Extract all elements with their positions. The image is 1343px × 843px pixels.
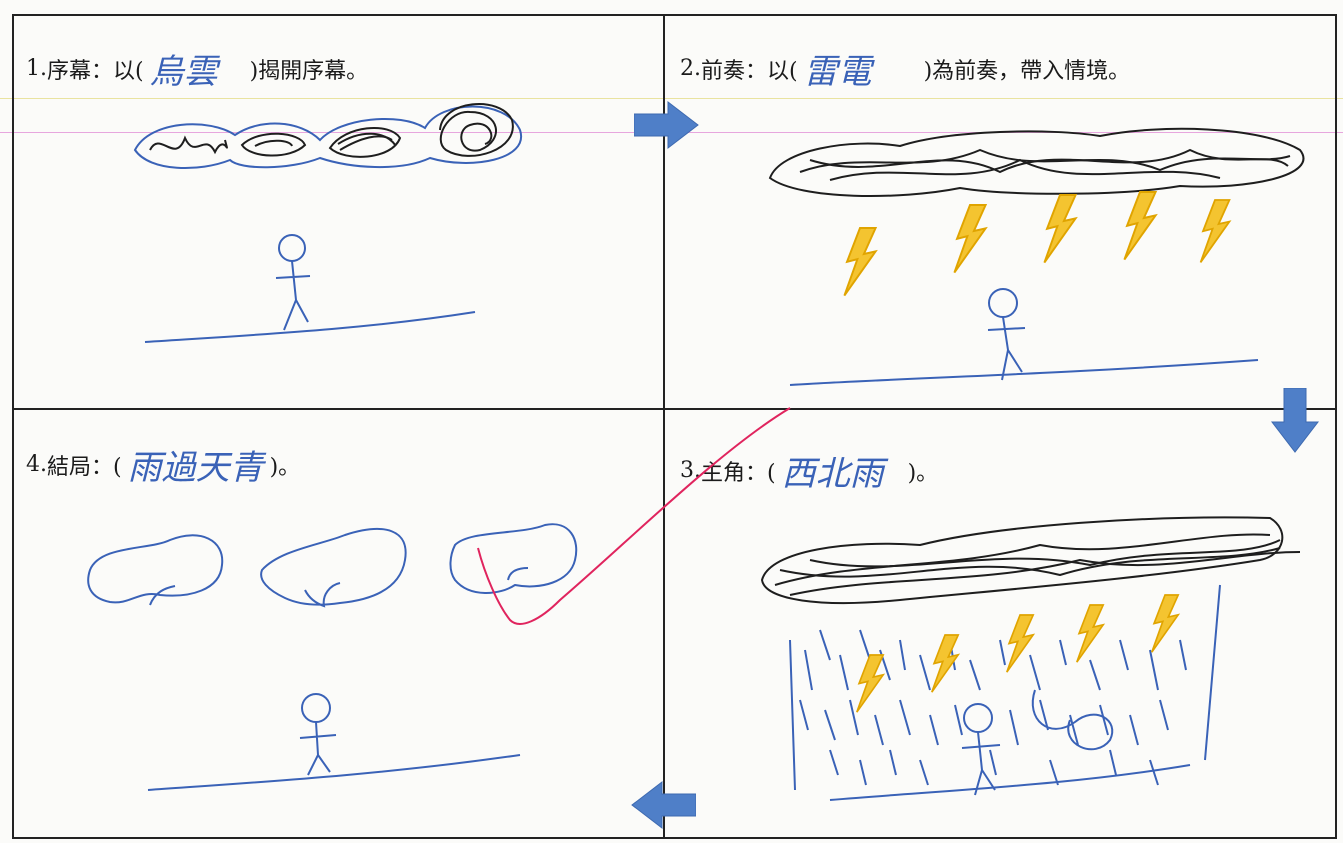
scan-guide-line-yellow xyxy=(0,98,1343,99)
panel-3-suffix: )。 xyxy=(907,460,939,486)
panel-1-dark-clouds xyxy=(133,103,523,169)
arrow-right-icon xyxy=(634,100,699,150)
panel-3-ground xyxy=(829,764,1191,801)
panel-2-suffix: )為前奏，帶入情境。 xyxy=(923,58,1131,84)
panel-1-stick-figure xyxy=(275,234,311,331)
panel-2-prefix: 前奏：以( xyxy=(701,58,798,84)
storyboard-grid xyxy=(12,14,1337,839)
panel-4-ground xyxy=(147,754,521,791)
panel-2-number: 2. xyxy=(680,56,701,81)
panel-3-dark-clouds xyxy=(760,516,1301,605)
panel-3-caption: 3. 主角：( 西北雨 )。 xyxy=(680,446,938,495)
grid-vertical-divider xyxy=(663,14,665,839)
panel-3-stick-figure xyxy=(961,703,1001,796)
panel-2-stick-figure xyxy=(987,288,1026,381)
panel-1-number: 1. xyxy=(26,56,47,81)
panel-2-ground xyxy=(789,359,1259,386)
panel-4-prefix: 結局：( xyxy=(47,454,122,480)
panel-1-ground xyxy=(144,311,476,343)
panel-1-prefix: 序幕：以( xyxy=(47,58,144,84)
panel-2-answer: 雷電 xyxy=(803,52,872,92)
panel-4-caption: 4. 結局：( 雨過天青 )。 xyxy=(26,440,300,489)
panel-2-lightning-bolts xyxy=(843,191,1231,297)
panel-3-answer: 西北雨 xyxy=(781,454,884,494)
panel-2-caption: 2. 前奏：以( 雷電 )為前奏，帶入情境。 xyxy=(680,44,1130,93)
panel-3-number: 3. xyxy=(680,458,701,483)
panel-3-lightning-bolts xyxy=(855,594,1180,714)
panel-1-suffix: )揭開序幕。 xyxy=(249,58,369,84)
correction-red-stroke xyxy=(477,407,791,625)
panel-1-answer: 烏雲 xyxy=(149,52,218,92)
panel-3-rain-area xyxy=(789,584,1221,791)
panel-4-stick-figure xyxy=(299,693,337,776)
panel-2-dark-clouds xyxy=(768,127,1305,197)
panel-4-white-clouds xyxy=(87,523,578,608)
panel-4-suffix: )。 xyxy=(269,454,301,480)
grid-horizontal-divider xyxy=(12,408,1337,410)
panel-4-answer: 雨過天青 xyxy=(127,448,264,488)
panel-1-caption: 1. 序幕：以( 烏雲 )揭開序幕。 xyxy=(26,44,368,93)
arrow-left-icon xyxy=(631,780,696,830)
panel-4-number: 4. xyxy=(26,452,47,477)
panel-3-rain-strokes xyxy=(799,629,1187,786)
arrow-down-icon xyxy=(1270,388,1320,453)
